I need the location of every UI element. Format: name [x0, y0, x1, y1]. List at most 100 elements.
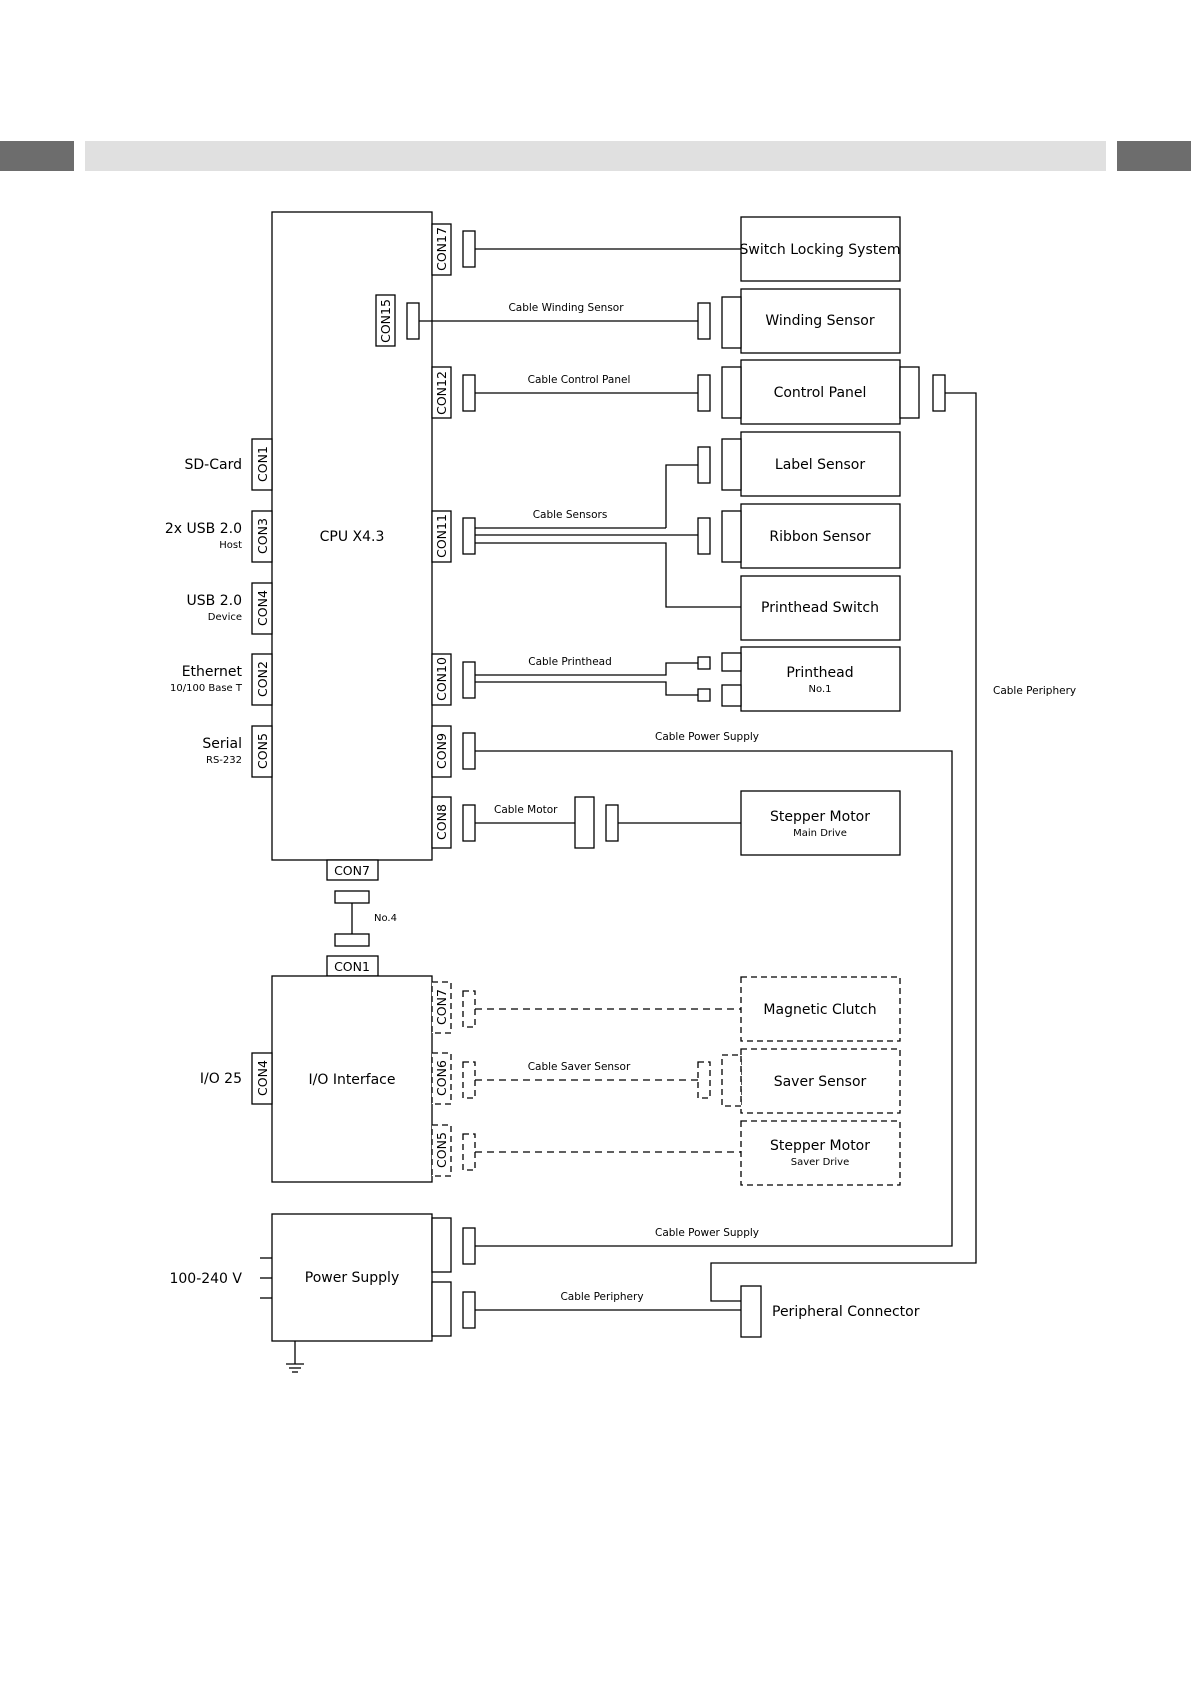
plug-power-2	[462, 1291, 476, 1329]
cable-motor-label: Cable Motor	[494, 804, 558, 816]
cpu-con1-label: CON1	[255, 446, 270, 482]
io-con4-label: CON4	[255, 1060, 270, 1096]
cpu-con10-label: CON10	[434, 657, 449, 701]
port-sd-card: SD-Card	[185, 457, 242, 473]
plug-power-1	[462, 1227, 476, 1265]
cpu-con9-tab	[431, 725, 452, 778]
link-plug-bottom	[334, 933, 370, 947]
plug-winding-end	[697, 302, 711, 340]
io-con7-label: CON7	[434, 989, 449, 1025]
power-input-label: 100-240 V	[169, 1271, 242, 1287]
printhead-switch-label: Printhead Switch	[761, 600, 879, 616]
winding-sensor-tab	[721, 296, 742, 349]
cpu-con7-label: CON7	[334, 863, 370, 878]
port-ethernet: Ethernet	[182, 664, 243, 680]
winding-sensor-label: Winding Sensor	[765, 313, 875, 329]
cable-power-supply-2-label: Cable Power Supply	[655, 1227, 759, 1239]
stepper-saver-box	[740, 1120, 901, 1186]
switch-locking-label: Switch Locking System	[740, 242, 901, 258]
control-panel-box	[740, 359, 901, 425]
io-con7-tab	[431, 981, 452, 1034]
io-con4-tab	[251, 1052, 273, 1105]
cpu-con2-tab	[251, 653, 273, 706]
peripheral-connector-label: Peripheral Connector	[772, 1304, 920, 1320]
winding-sensor-box	[740, 288, 901, 354]
cpu-title: CPU X4.3	[320, 529, 385, 545]
cable-saver-sensor-label: Cable Saver Sensor	[528, 1061, 631, 1073]
ribbon-sensor-label: Ribbon Sensor	[769, 529, 871, 545]
port-usb-host-sub: Host	[219, 540, 242, 551]
io-25-label: I/O 25	[200, 1071, 242, 1087]
port-serial-sub: RS-232	[206, 755, 242, 766]
port-ethernet-sub: 10/100 Base T	[170, 683, 243, 694]
plug-printhead-1	[697, 656, 711, 670]
cpu-con1-tab	[251, 438, 273, 491]
cpu-con5-label: CON5	[255, 733, 270, 769]
plug-con10	[462, 661, 476, 699]
cpu-con10-tab	[431, 653, 452, 706]
plug-con12	[462, 374, 476, 412]
header-tab-left	[0, 141, 74, 171]
ribbon-sensor-tab	[721, 510, 742, 563]
cpu-con17-label: CON17	[434, 227, 449, 271]
printhead-switch-box	[740, 575, 901, 641]
control-panel-right-tab	[899, 366, 920, 419]
peripheral-connector-box	[740, 1285, 762, 1338]
cable-power-supply-1-label: Cable Power Supply	[655, 731, 759, 743]
plug-con15	[406, 302, 420, 340]
io-con6-label: CON6	[434, 1060, 449, 1096]
plug-control-panel-end	[697, 374, 711, 412]
io-title: I/O Interface	[309, 1072, 396, 1088]
cpu-con4-tab	[251, 582, 273, 635]
cpu-con11-tab	[431, 510, 452, 563]
cable-periphery-control-label: Cable Periphery	[993, 685, 1076, 697]
plug-io-con6	[462, 1061, 476, 1099]
printhead-sub-label: No.1	[809, 684, 832, 695]
cpu-con2-label: CON2	[255, 661, 270, 697]
cable-sensors-switch-branch	[475, 542, 741, 608]
cpu-con15-tab	[375, 294, 396, 347]
printhead-label: Printhead	[786, 665, 853, 681]
saver-sensor-label: Saver Sensor	[774, 1074, 867, 1090]
plug-con9	[462, 732, 476, 770]
printhead-box	[740, 646, 901, 712]
io-con1-label: CON1	[334, 959, 370, 974]
cable-periphery-psu-label: Cable Periphery	[560, 1291, 643, 1303]
motor-junction-left	[574, 796, 595, 849]
cpu-con12-label: CON12	[434, 371, 449, 415]
stepper-main-box	[740, 790, 901, 856]
control-panel-tab	[721, 366, 742, 419]
cable-winding-label: Cable Winding Sensor	[508, 302, 624, 314]
cpu-con4-label: CON4	[255, 590, 270, 626]
plug-control-panel-right	[932, 374, 946, 412]
cable-sensors-label-branch	[665, 464, 698, 528]
power-supply-title: Power Supply	[305, 1270, 400, 1286]
saver-sensor-box	[740, 1048, 901, 1114]
power-out-tab-1	[431, 1217, 452, 1273]
switch-locking-box	[740, 216, 901, 282]
cpu-con11-label: CON11	[434, 514, 449, 558]
header-tab-right	[1117, 141, 1191, 171]
plug-io-con7	[462, 990, 476, 1028]
cable-control-panel-label: Cable Control Panel	[528, 374, 631, 386]
power-out-tab-2	[431, 1281, 452, 1337]
plug-saver-sensor-end	[697, 1061, 711, 1099]
cpu-con8-label: CON8	[434, 804, 449, 840]
port-serial: Serial	[202, 736, 242, 752]
cpu-con9-label: CON9	[434, 733, 449, 769]
cable-printhead-1	[475, 662, 698, 676]
cable-printhead-label: Cable Printhead	[528, 656, 612, 668]
cable-periphery-control	[710, 392, 977, 1302]
cpu-con7-tab	[326, 859, 379, 881]
printhead-tab-2	[721, 684, 742, 707]
plug-con11	[462, 517, 476, 555]
power-supply-box	[271, 1213, 433, 1342]
plug-con17	[462, 230, 476, 268]
label-sensor-tab	[721, 438, 742, 491]
cpu-con5-tab	[251, 725, 273, 778]
link-plug-top	[334, 890, 370, 904]
io-con5-tab	[431, 1124, 452, 1177]
saver-sensor-tab	[721, 1054, 742, 1107]
plug-con8	[462, 804, 476, 842]
plug-label-sensor-end	[697, 446, 711, 484]
